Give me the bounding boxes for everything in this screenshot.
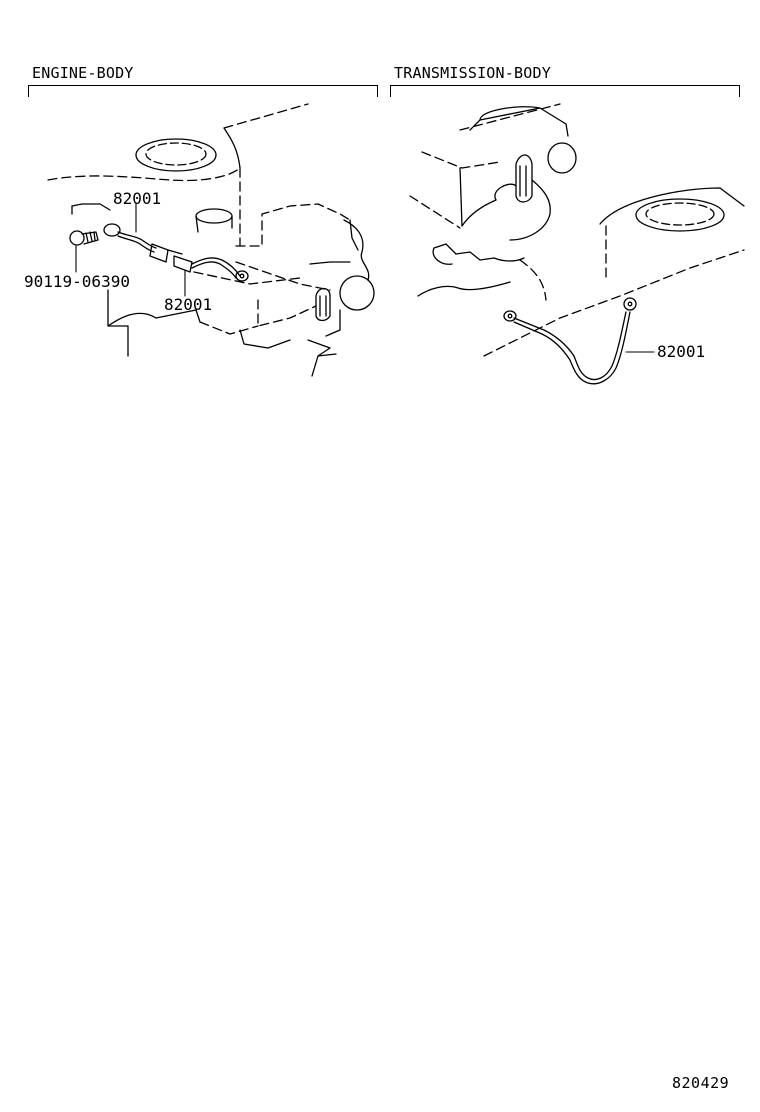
ground-strap-transmission: [503, 297, 637, 385]
ground-strap-engine: [103, 223, 249, 282]
engine-body-title: ENGINE-BODY: [32, 64, 134, 82]
oil-cap-ellipse-inner: [145, 142, 207, 166]
part-label-82001-transmission: 82001: [657, 342, 706, 361]
intake-boss: [195, 208, 233, 224]
figure-id: 820429: [672, 1074, 730, 1092]
bolt-part: [69, 230, 99, 246]
engine-body-illustration: [47, 103, 745, 385]
pulley-circle: [339, 275, 375, 311]
oil-cap-ellipse-outer: [135, 138, 217, 172]
body-panel-ellipse-inner: [645, 202, 715, 226]
part-label-82001-lower: 82001: [164, 295, 213, 314]
transmission-mount-circle: [547, 142, 577, 174]
transmission-body-bracket: [390, 85, 740, 97]
transmission-body-title: TRANSMISSION-BODY: [394, 64, 551, 82]
part-label-90119-06390: 90119-06390: [24, 272, 130, 291]
body-panel-ellipse-outer: [635, 198, 725, 232]
engine-body-bracket: [28, 85, 378, 97]
engine-outline: [47, 103, 351, 335]
part-label-82001-upper: 82001: [113, 189, 162, 208]
